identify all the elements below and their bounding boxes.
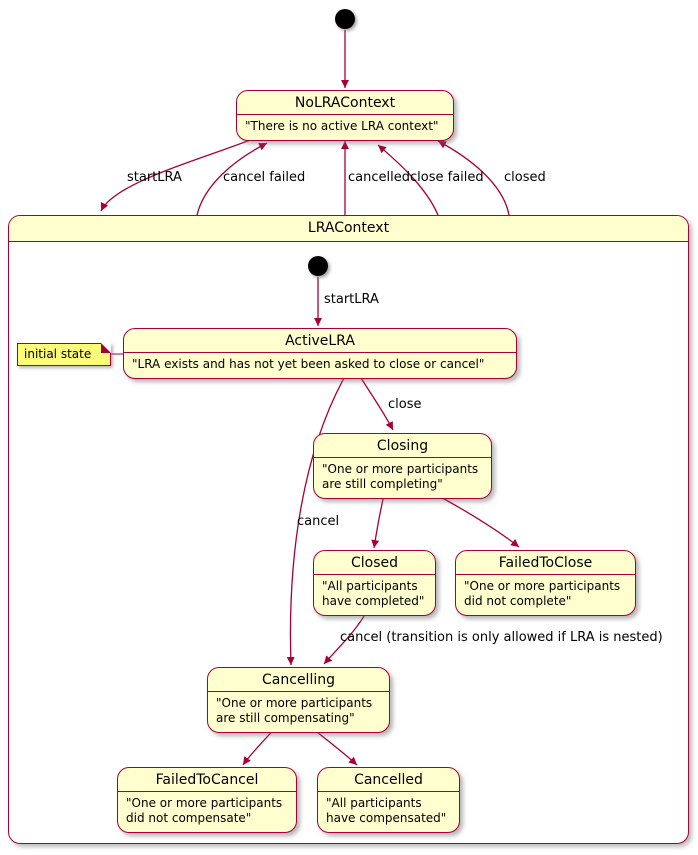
state-desc-line: are still completing"	[322, 477, 443, 491]
label-cancel-nested: cancel (transition is only allowed if LR…	[340, 630, 663, 645]
state-title: Closing	[376, 438, 429, 454]
note-text: initial state	[24, 347, 92, 361]
state-desc-line: "One or more participants	[322, 462, 479, 476]
state-failed-to-cancel: FailedToCancel "One or more participants…	[117, 767, 297, 833]
label-startlra-outer: startLRA	[127, 170, 182, 185]
state-cancelled: Cancelled "All participants have compens…	[317, 767, 460, 833]
initial-state-dot	[335, 9, 355, 29]
state-title: Cancelled	[354, 772, 423, 788]
label-cancelled: cancelled	[348, 170, 410, 185]
state-desc-line: are still compensating"	[216, 711, 355, 725]
state-desc-line: "One or more participants	[464, 579, 621, 593]
state-title: Closed	[350, 555, 399, 571]
state-title: NoLRAContext	[294, 95, 396, 111]
label-close-failed: close failed	[410, 170, 484, 185]
state-title: LRAContext	[9, 216, 688, 242]
state-desc-line: "LRA exists and has not yet been asked t…	[132, 357, 485, 371]
state-body: "All participants have compensated"	[318, 791, 459, 832]
label-cancel: cancel	[297, 514, 340, 529]
state-desc-line: "One or more participants	[126, 796, 283, 810]
state-cancelling: Cancelling "One or more participants are…	[207, 667, 390, 733]
state-desc-line: did not complete"	[464, 594, 572, 608]
state-lra-context: LRAContext	[8, 215, 689, 844]
state-body: "LRA exists and has not yet been asked t…	[124, 352, 516, 378]
state-body: "One or more participants did not comple…	[456, 574, 635, 615]
state-title: ActiveLRA	[285, 333, 355, 349]
state-desc-line: "There is no active LRA context"	[245, 119, 439, 133]
state-closing: Closing "One or more participants are st…	[313, 433, 492, 499]
state-title: FailedToCancel	[155, 772, 259, 788]
label-startlra-inner: startLRA	[324, 292, 379, 307]
state-title: FailedToClose	[498, 555, 593, 571]
state-desc-line: have compensated"	[326, 811, 447, 825]
state-desc-line: "All participants	[326, 796, 422, 810]
state-desc-line: did not compensate"	[126, 811, 252, 825]
state-no-lra-context: NoLRAContext "There is no active LRA con…	[236, 90, 454, 141]
state-desc-line: "All participants	[322, 579, 418, 593]
state-desc-line: have completed"	[322, 594, 425, 608]
state-body: "All participants have completed"	[314, 574, 435, 615]
state-body: "One or more participants are still comp…	[314, 457, 491, 498]
state-body: "One or more participants are still comp…	[208, 691, 389, 732]
note-initial-state: initial state	[17, 343, 111, 366]
state-failed-to-close: FailedToClose "One or more participants …	[455, 550, 636, 616]
state-title: Cancelling	[262, 672, 335, 688]
inner-initial-state-dot	[308, 256, 328, 276]
label-closed: closed	[504, 170, 546, 185]
state-desc-line: "One or more participants	[216, 696, 373, 710]
state-closed: Closed "All participants have completed"	[313, 550, 436, 616]
label-cancel-failed: cancel failed	[223, 170, 306, 185]
state-body: "One or more participants did not compen…	[118, 791, 296, 832]
state-body: "There is no active LRA context"	[237, 114, 453, 140]
label-close: close	[388, 397, 422, 412]
state-active-lra: ActiveLRA "LRA exists and has not yet be…	[123, 328, 517, 379]
